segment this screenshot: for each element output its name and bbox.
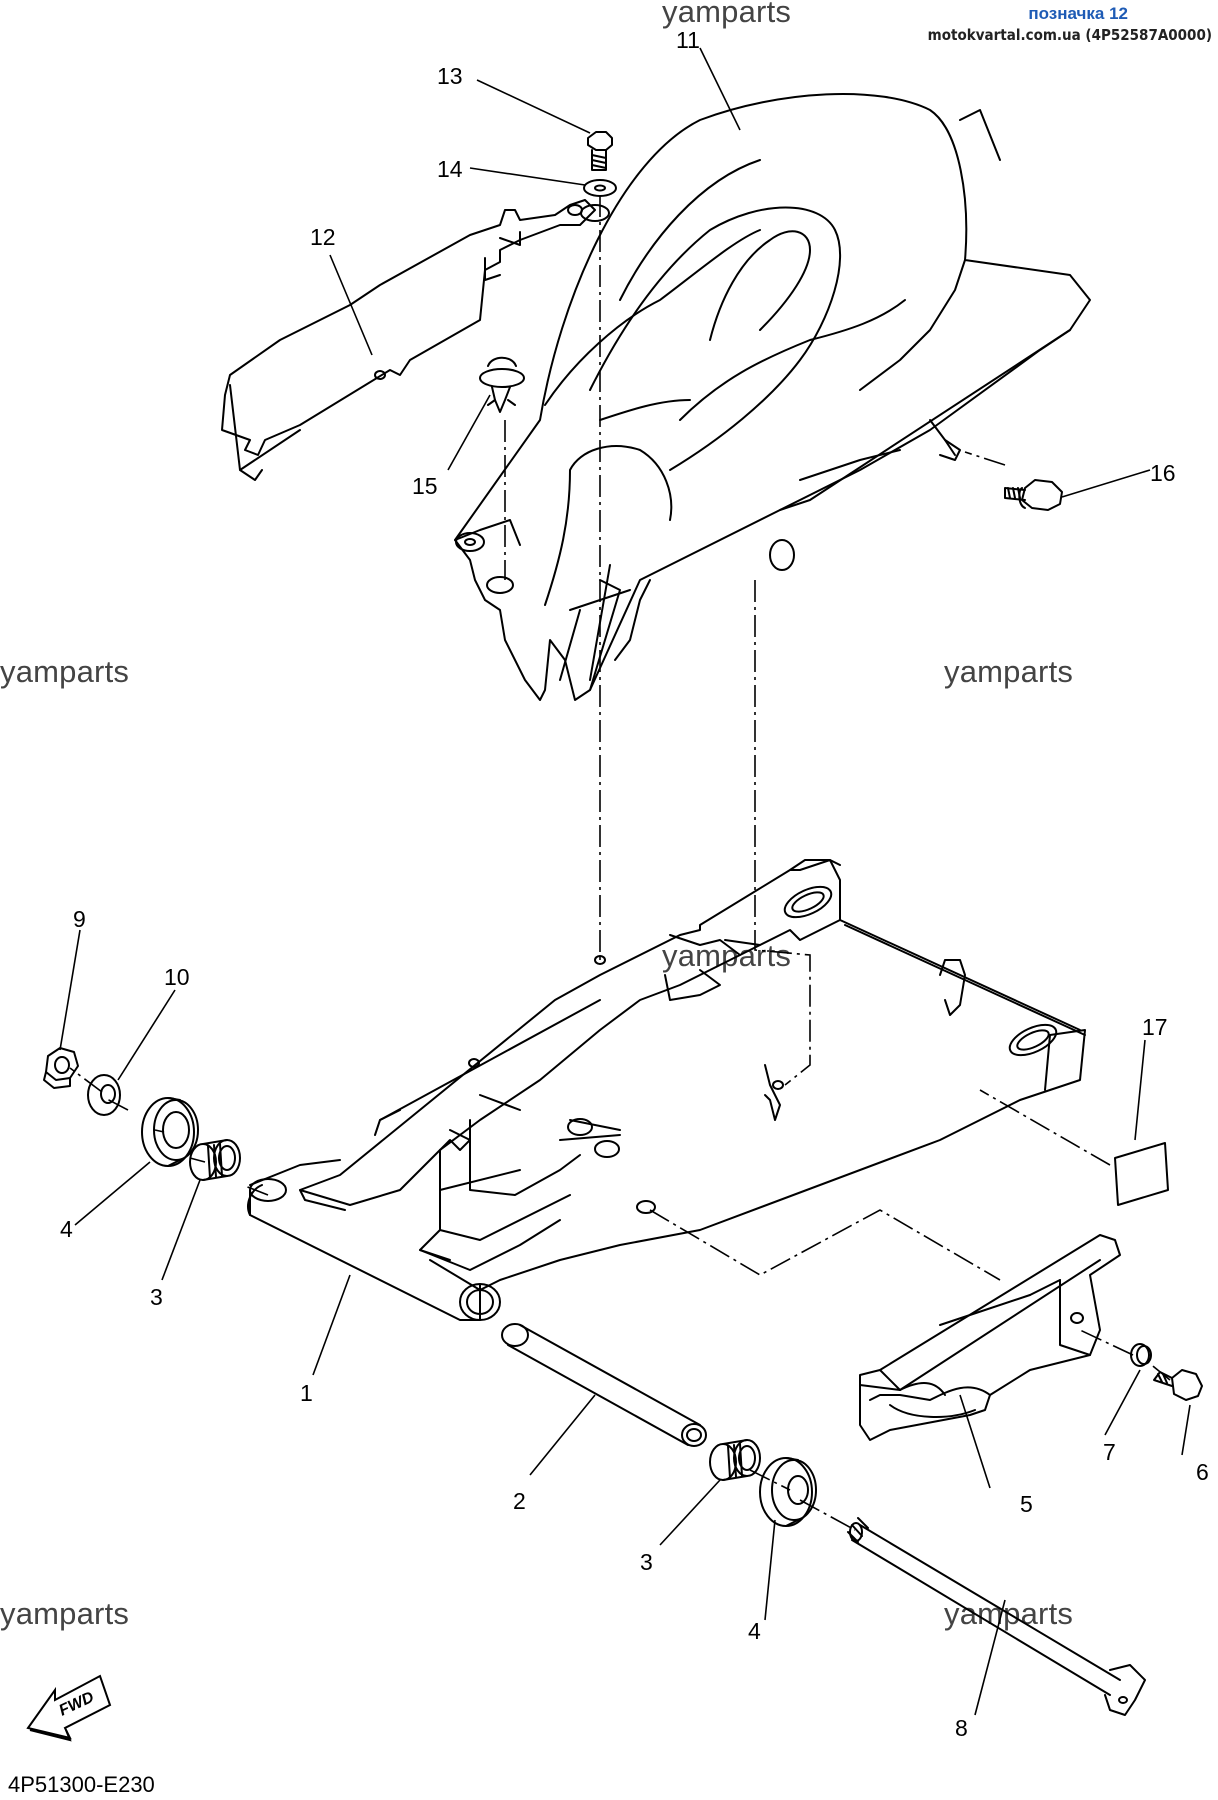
callout-11: 11 (676, 27, 700, 53)
callout-4-upper: 4 (60, 1216, 73, 1242)
washer-part-14[interactable] (583, 179, 617, 197)
label-part-17[interactable] (1114, 1142, 1169, 1206)
callout-7: 7 (1103, 1439, 1116, 1465)
callout-6: 6 (1196, 1459, 1209, 1485)
watermark: yamparts (0, 654, 130, 689)
callout-8: 8 (955, 1715, 968, 1741)
watermark: yamparts (944, 654, 1074, 689)
callout-13: 13 (437, 63, 463, 89)
callout-17: 17 (1142, 1014, 1168, 1040)
washer-part-10[interactable] (87, 1074, 121, 1116)
fwd-arrow-icon: FWD (26, 1674, 112, 1742)
nut-part-9[interactable] (43, 1047, 79, 1089)
oil-seal-part-4-lower[interactable] (759, 1457, 817, 1527)
callout-labels: 1 2 3 3 4 4 5 6 7 8 9 10 11 12 13 14 15 … (60, 27, 1209, 1741)
clip-part-15[interactable] (479, 356, 525, 413)
callout-14: 14 (437, 156, 463, 182)
needle-bearing-part-3-upper[interactable] (189, 1139, 241, 1181)
leader-lines (59, 47, 1191, 1716)
pivot-shaft-part-8[interactable] (847, 1517, 1146, 1716)
chain-protector-part-5[interactable] (859, 1234, 1121, 1441)
bracket-part-12[interactable] (221, 199, 610, 481)
callout-4-lower: 4 (748, 1618, 761, 1644)
bolt-part-13[interactable] (587, 131, 613, 171)
diagram-code: 4P51300-E230 (8, 1772, 155, 1797)
oil-seal-part-4-upper[interactable] (141, 1097, 199, 1167)
callout-5: 5 (1020, 1491, 1033, 1517)
callout-2: 2 (513, 1488, 526, 1514)
callout-10: 10 (164, 964, 190, 990)
swingarm-part-1[interactable] (247, 859, 1086, 1321)
callout-3-lower: 3 (640, 1549, 653, 1575)
rear-fender-part-11[interactable] (454, 92, 1091, 701)
callout-1: 1 (300, 1380, 313, 1406)
callout-15: 15 (412, 473, 438, 499)
callout-9: 9 (73, 906, 86, 932)
callout-16: 16 (1150, 460, 1176, 486)
bolt-part-16[interactable] (1004, 479, 1063, 511)
pivot-collar-part-2[interactable] (501, 1323, 707, 1447)
diagram-reference-title: позначка 12 (1028, 4, 1128, 23)
assembly-lines (69, 195, 1171, 1531)
bolt-part-6[interactable] (1153, 1369, 1203, 1401)
diagram-source-label: motokvartal.com.ua (4P52587A0000) (927, 26, 1212, 44)
watermark: yamparts (662, 0, 792, 29)
callout-12: 12 (310, 224, 336, 250)
collar-part-7[interactable] (1130, 1343, 1152, 1367)
needle-bearing-part-3-lower[interactable] (709, 1439, 761, 1481)
callout-3-upper: 3 (150, 1284, 163, 1310)
watermark: yamparts (0, 1596, 130, 1631)
